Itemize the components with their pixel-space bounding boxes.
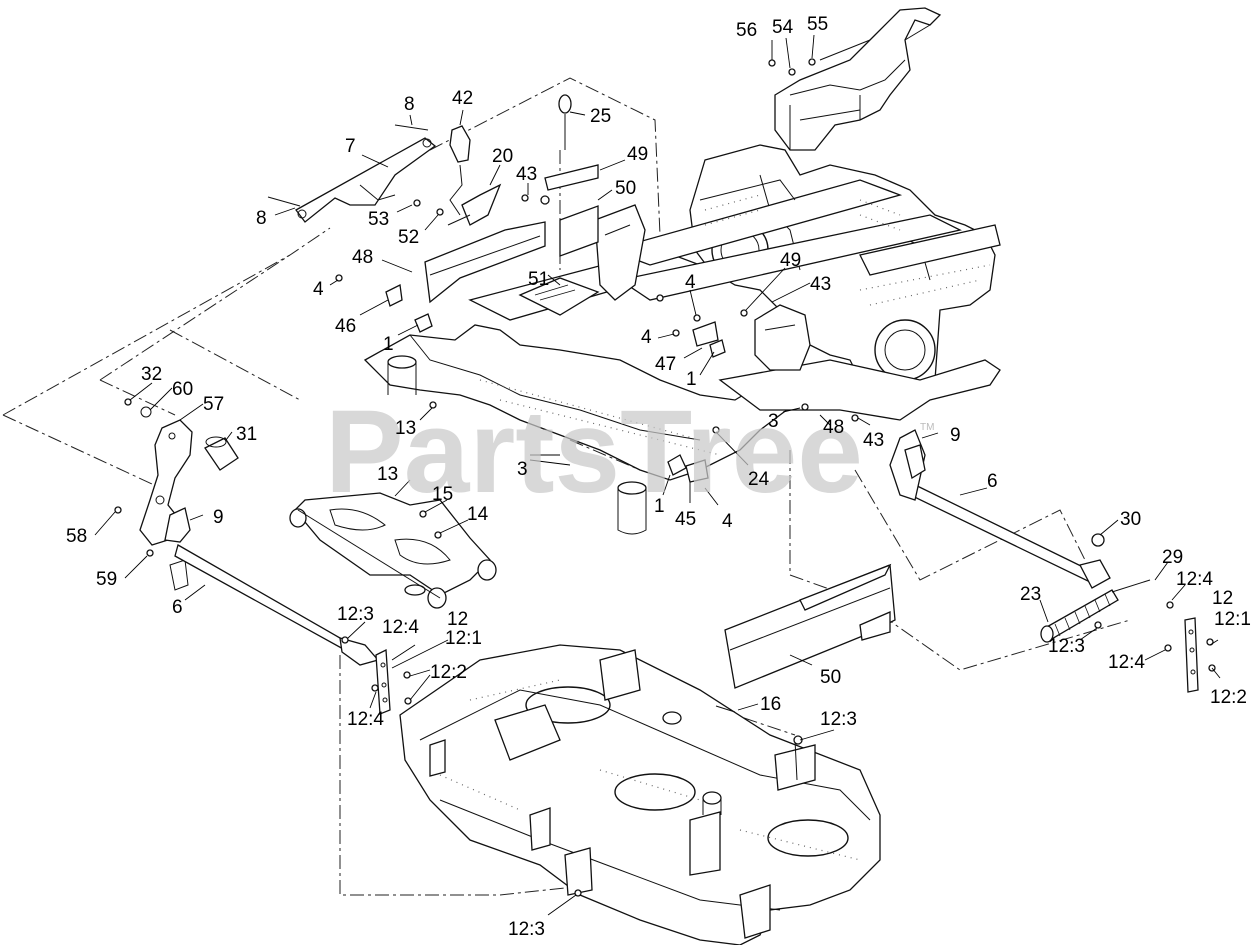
callout-label: 4 <box>722 511 733 532</box>
callout-label: 12:1 <box>445 628 482 649</box>
callout-label: 31 <box>236 424 257 445</box>
callout-label: 13 <box>395 418 416 439</box>
callout-label: 25 <box>590 106 611 127</box>
callout-label: 50 <box>820 667 841 688</box>
callout-label: 4 <box>641 327 652 348</box>
callout-label: 9 <box>950 425 961 446</box>
callout-label: 57 <box>203 394 224 415</box>
callout-label: 12:2 <box>1210 687 1247 708</box>
callout-label: 29 <box>1162 547 1183 568</box>
callout-label: 49 <box>780 250 801 271</box>
seat-bracket-assembly <box>774 7 942 151</box>
callout-label: 50 <box>615 178 636 199</box>
callout-label: 43 <box>516 164 537 185</box>
callout-label: 43 <box>863 430 884 451</box>
mower-deck <box>399 644 881 945</box>
callout-label: 47 <box>655 354 676 375</box>
chain-links <box>375 617 1199 715</box>
watermark-trademark: TM <box>920 422 934 433</box>
lift-rods <box>174 429 1111 666</box>
callout-label: 6 <box>987 471 998 492</box>
latch-brackets <box>385 204 811 483</box>
callout-label: 1 <box>654 496 665 517</box>
callout-label: 12:4 <box>1108 652 1145 673</box>
callout-label: 8 <box>256 208 267 229</box>
callout-label: 9 <box>213 507 224 528</box>
callout-label: 59 <box>96 569 117 590</box>
leader-lines <box>94 34 1221 916</box>
callout-label: 52 <box>398 227 419 248</box>
callout-label: 12:2 <box>430 662 467 683</box>
lift-arm-left <box>139 419 239 591</box>
callout-label: 54 <box>772 17 794 38</box>
reference-outlines <box>2 77 1131 896</box>
callout-label: 51 <box>528 269 549 290</box>
callout-label: 45 <box>675 509 696 530</box>
callout-label: 12:3 <box>820 709 857 730</box>
callout-label: 42 <box>452 88 473 109</box>
spring-assembly <box>1040 579 1151 643</box>
callout-label: 24 <box>748 469 770 490</box>
callout-label: 12:3 <box>508 919 545 940</box>
callout-label: 49 <box>627 144 648 165</box>
callout-label: 12 <box>1212 588 1233 609</box>
callout-label: 32 <box>141 364 162 385</box>
callout-label: 53 <box>368 209 389 230</box>
baffle-plates <box>724 563 896 689</box>
callout-label: 8 <box>404 94 415 115</box>
callout-label: 1 <box>383 334 394 355</box>
callout-label: 12:4 <box>347 709 384 730</box>
lift-lever-assembly <box>267 124 502 226</box>
callout-label: 16 <box>760 694 781 715</box>
callout-label: 13 <box>377 464 398 485</box>
callout-label: 60 <box>172 379 193 400</box>
callout-label: 48 <box>352 247 373 268</box>
callout-label: 55 <box>807 14 828 35</box>
callout-label: 43 <box>810 274 831 295</box>
callout-label: 15 <box>432 484 453 505</box>
watermark: PartsTree <box>325 386 863 518</box>
callout-label: 12:4 <box>382 617 419 638</box>
deck-link-assembly <box>289 492 497 609</box>
callout-label: 12:1 <box>1214 609 1251 630</box>
callout-label: 48 <box>823 417 844 438</box>
callout-label: 20 <box>492 146 513 167</box>
callout-label: 46 <box>335 316 356 337</box>
callout-label: 58 <box>66 526 87 547</box>
callout-label: 4 <box>685 272 696 293</box>
callout-label: 3 <box>768 411 779 432</box>
callout-label: 12:4 <box>1176 569 1213 590</box>
callout-labels: 56 54 55 8 42 25 7 20 49 43 50 8 53 52 4… <box>66 14 1251 940</box>
callout-label: 6 <box>172 597 183 618</box>
callout-label: 1 <box>686 369 697 390</box>
callout-label: 12:3 <box>1048 636 1085 657</box>
callout-label: 3 <box>517 459 528 480</box>
height-bracket-plates <box>424 94 600 316</box>
callout-label: 30 <box>1120 509 1141 530</box>
callout-label: 12:3 <box>337 604 374 625</box>
callout-label: 14 <box>467 504 489 525</box>
callout-label: 56 <box>736 20 757 41</box>
callout-label: 12 <box>447 609 468 630</box>
callout-label: 4 <box>313 279 324 300</box>
callout-label: 23 <box>1020 584 1041 605</box>
callout-label: 7 <box>345 136 356 157</box>
